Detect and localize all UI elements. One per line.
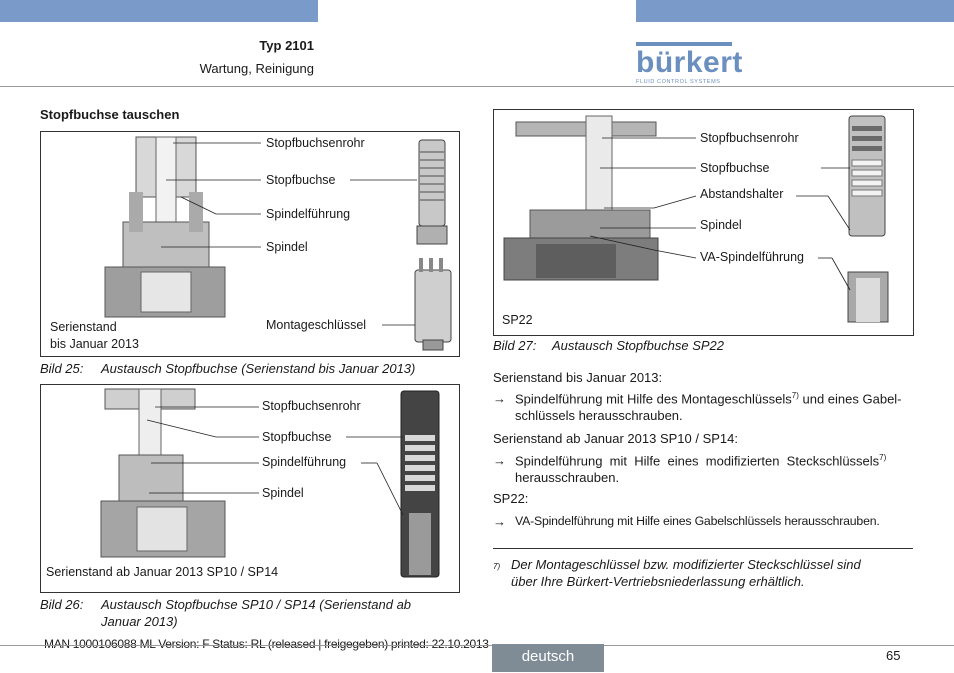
doc-subtitle: Wartung, Reinigung	[199, 61, 314, 76]
caption-27-num: Bild 27:	[493, 338, 537, 353]
caption-27-text: Austausch Stopfbuchse SP22	[552, 338, 725, 353]
caption-26-text-2: Januar 2013)	[101, 614, 178, 629]
footnote-ref: 7)	[879, 453, 887, 462]
label-spindel: Spindel	[700, 218, 742, 232]
valve-drawing-26	[100, 388, 440, 578]
label-stopfbuchse: Stopfbuchse	[262, 430, 332, 444]
step-3-line: VA-Spindelführung mit Hilfe eines Gabels…	[515, 514, 880, 528]
caption-26-text-1: Austausch Stopfbuchse SP10 / SP14 (Serie…	[101, 597, 412, 612]
label-stopfbuchsenrohr: Stopfbuchsenrohr	[266, 136, 365, 150]
label-stopfbuchse: Stopfbuchse	[266, 173, 336, 187]
step-1-line-2: schlüssels herausschrauben.	[515, 408, 683, 423]
label-stopfbuchsenrohr: Stopfbuchsenrohr	[262, 399, 361, 413]
logo-tagline: FLUID CONTROL SYSTEMS	[636, 79, 721, 85]
label-va-spindelfuehrung: VA-Spindelführung	[700, 250, 805, 264]
label-spindelfuehrung: Spindelführung	[266, 207, 351, 221]
para-serienstand-ab-2013: Serienstand ab Januar 2013 SP10 / SP14:	[493, 431, 739, 446]
state-label: Serienstand ab Januar 2013 SP10 / SP14	[46, 565, 279, 579]
footnote-divider	[493, 548, 913, 549]
figure-26: Stopfbuchsenrohr Stopfbuchse Spindelführ…	[40, 384, 460, 593]
footnote-ref: 7)	[791, 391, 799, 400]
valve-drawing-25	[104, 136, 452, 351]
footer-status: MAN 1000106088 ML Version: F Status: RL …	[44, 637, 489, 651]
label-spindel: Spindel	[262, 486, 304, 500]
page-number: 65	[886, 648, 901, 663]
caption-25-text: Austausch Stopfbuchse (Serienstand bis J…	[101, 361, 416, 376]
figure-25: Stopfbuchsenrohr Stopfbuchse Spindelführ…	[40, 131, 460, 357]
label-spindel: Spindel	[266, 240, 308, 254]
header-bar-right	[636, 0, 954, 22]
logo-wordmark: bürkert	[636, 46, 743, 79]
section-title: Stopfbuchse tauschen	[40, 107, 180, 122]
valve-drawing-27	[503, 115, 889, 323]
step-1-text-b: und eines Gabel-	[798, 391, 902, 407]
arrow-icon: →	[493, 391, 506, 406]
step-2-text-a: Spindelführung mit Hilfe eines modifizie…	[515, 453, 880, 469]
caption-26-num: Bild 26:	[40, 597, 84, 612]
footnote-line-2: über Ihre Bürkert-Vertriebsniederlassung…	[511, 574, 805, 589]
state-label: SP22	[502, 313, 533, 327]
label-stopfbuchsenrohr: Stopfbuchsenrohr	[700, 131, 799, 145]
step-2-line-2: herausschrauben.	[515, 470, 620, 485]
caption-25-num: Bild 25:	[40, 361, 84, 376]
header-divider	[0, 86, 954, 87]
state-line2: bis Januar 2013	[50, 337, 139, 351]
label-spindelfuehrung: Spindelführung	[262, 455, 347, 469]
buerkert-logo: bürkert FLUID CONTROL SYSTEMS	[636, 42, 743, 85]
step-1-line-1: Spindelführung mit Hilfe des Montageschl…	[515, 391, 915, 406]
label-montageschluessel: Montageschlüssel	[266, 318, 367, 332]
figure-27: Stopfbuchsenrohr Stopfbuchse Abstandshal…	[493, 109, 914, 336]
footer-divider	[0, 645, 954, 646]
header-bar-left	[0, 0, 318, 22]
arrow-icon: →	[493, 514, 506, 529]
state-line1: Serienstand	[50, 320, 117, 334]
para-serienstand-bis-2013: Serienstand bis Januar 2013:	[493, 370, 663, 385]
para-sp22: SP22:	[493, 491, 529, 506]
language-tab: deutsch	[492, 644, 604, 672]
footnote-line-1: Der Montageschlüssel bzw. modifizierter …	[511, 557, 861, 572]
arrow-icon: →	[493, 453, 506, 468]
step-2-line-1: Spindelführung mit Hilfe eines modifizie…	[515, 453, 915, 468]
doc-type: Typ 2101	[259, 38, 314, 53]
step-1-text-a: Spindelführung mit Hilfe des Montageschl…	[515, 391, 792, 407]
label-stopfbuchse: Stopfbuchse	[700, 161, 770, 175]
footnote-mark: 7)	[493, 562, 501, 571]
label-abstandshalter: Abstandshalter	[700, 187, 784, 201]
